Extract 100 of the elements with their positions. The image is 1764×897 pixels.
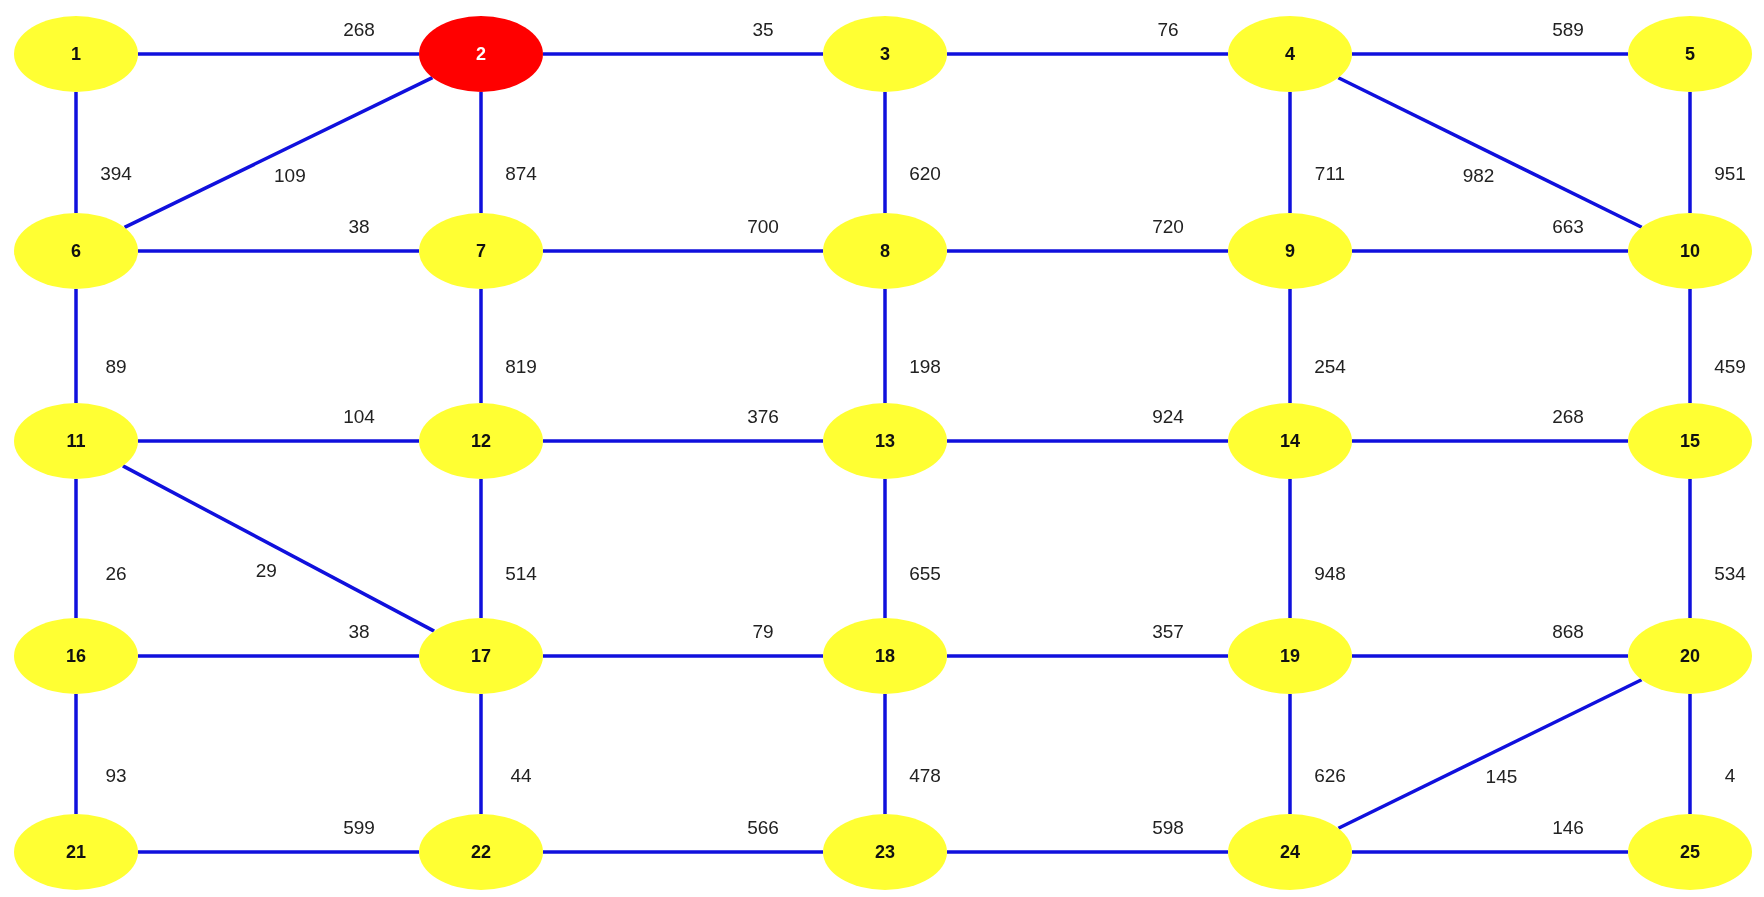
connector-line: [543, 249, 823, 253]
edge-label: 44: [510, 764, 532, 787]
edge-label: 145: [1485, 766, 1518, 789]
edge-label: 89: [105, 355, 127, 378]
connector-line: [1352, 52, 1628, 56]
connector-line: [1352, 439, 1628, 443]
edge-label: 700: [747, 216, 779, 238]
edge-label: 951: [1714, 163, 1746, 186]
connector-line: [883, 479, 887, 618]
edge-label: 589: [1552, 19, 1584, 41]
edge-label: 868: [1552, 621, 1584, 643]
edge-label: 982: [1462, 164, 1495, 187]
node-number: 22: [471, 841, 491, 863]
connector-line: [138, 249, 419, 253]
edge-label: 76: [1157, 19, 1179, 41]
node-number: 10: [1680, 240, 1700, 262]
connector-line: [1288, 289, 1292, 403]
connector-line: [543, 850, 823, 854]
node-number: 1: [71, 43, 81, 65]
connector-line: [479, 92, 483, 213]
connector-line: [1688, 694, 1692, 814]
connector-line: [138, 654, 419, 658]
edge-label: 254: [1314, 355, 1346, 378]
edge-label: 874: [505, 163, 537, 186]
connector-line: [123, 76, 434, 229]
connector-line: [1688, 479, 1692, 618]
edge-label: 566: [747, 817, 779, 839]
edge-label: 146: [1552, 817, 1584, 839]
node-number: 8: [880, 240, 890, 262]
edge-label: 534: [1714, 562, 1746, 585]
connector-line: [479, 289, 483, 403]
edge-label: 514: [505, 562, 537, 585]
edge-label: 655: [909, 562, 941, 585]
connector-line: [947, 52, 1228, 56]
connector-line: [1352, 249, 1628, 253]
node-number: 21: [66, 841, 86, 863]
node-number: 19: [1280, 645, 1300, 667]
connector-line: [74, 92, 78, 213]
node-number: 11: [66, 430, 86, 452]
connector-line: [138, 52, 419, 56]
edge-label: 478: [909, 764, 941, 787]
edge-label: 109: [274, 164, 306, 187]
node-number: 25: [1680, 841, 1700, 863]
node-number: 6: [71, 240, 81, 262]
node-number: 24: [1280, 841, 1300, 863]
edge-label: 626: [1314, 764, 1346, 787]
connector-line: [122, 464, 435, 633]
node-number: 12: [471, 430, 491, 452]
edge-label: 620: [909, 163, 941, 186]
edge-label: 711: [1314, 163, 1346, 186]
connector-line: [1688, 92, 1692, 213]
connector-line: [74, 694, 78, 814]
node-number: 23: [875, 841, 895, 863]
connector-line: [947, 850, 1228, 854]
connector-line: [1288, 694, 1292, 814]
connector-line: [1352, 654, 1628, 658]
connector-line: [883, 289, 887, 403]
edge-label: 93: [105, 764, 127, 787]
edge-label: 79: [752, 621, 774, 643]
edge-label: 38: [348, 216, 370, 238]
connector-line: [138, 850, 419, 854]
node-number: 20: [1680, 645, 1700, 667]
edge-label: 35: [752, 19, 774, 41]
edge-label: 819: [505, 355, 537, 378]
connector-line: [1688, 289, 1692, 403]
connector-line: [543, 654, 823, 658]
connector-line: [1288, 479, 1292, 618]
edge-label: 104: [343, 406, 375, 428]
connector-line: [543, 52, 823, 56]
node-number: 18: [875, 645, 895, 667]
connector-line: [479, 694, 483, 814]
connector-line: [883, 694, 887, 814]
node-number: 3: [880, 43, 890, 65]
connector-line: [543, 439, 823, 443]
edge-label: 38: [348, 621, 370, 643]
edge-label: 720: [1152, 216, 1184, 238]
connector-line: [1337, 678, 1643, 830]
edge-label: 357: [1152, 621, 1184, 643]
edge-label: 663: [1552, 216, 1584, 238]
node-number: 16: [66, 645, 86, 667]
connector-line: [883, 92, 887, 213]
edge-label: 376: [747, 406, 779, 428]
connector-line: [947, 249, 1228, 253]
node-number: 17: [471, 645, 491, 667]
connector-line: [74, 479, 78, 618]
node-number: 5: [1685, 43, 1695, 65]
connector-line: [74, 289, 78, 403]
node-number: 15: [1680, 430, 1700, 452]
edge-label: 29: [255, 560, 277, 583]
node-number: 14: [1280, 430, 1300, 452]
connector-line: [138, 439, 419, 443]
node-number: 4: [1285, 43, 1295, 65]
connector-line: [479, 479, 483, 618]
connector-line: [1288, 92, 1292, 213]
edge-label: 268: [1552, 406, 1584, 428]
connector-line: [947, 654, 1228, 658]
node-number: 2: [476, 43, 486, 65]
edge-label: 459: [1714, 355, 1746, 378]
edge-label: 394: [100, 163, 132, 186]
edge-label: 4: [1724, 764, 1736, 787]
